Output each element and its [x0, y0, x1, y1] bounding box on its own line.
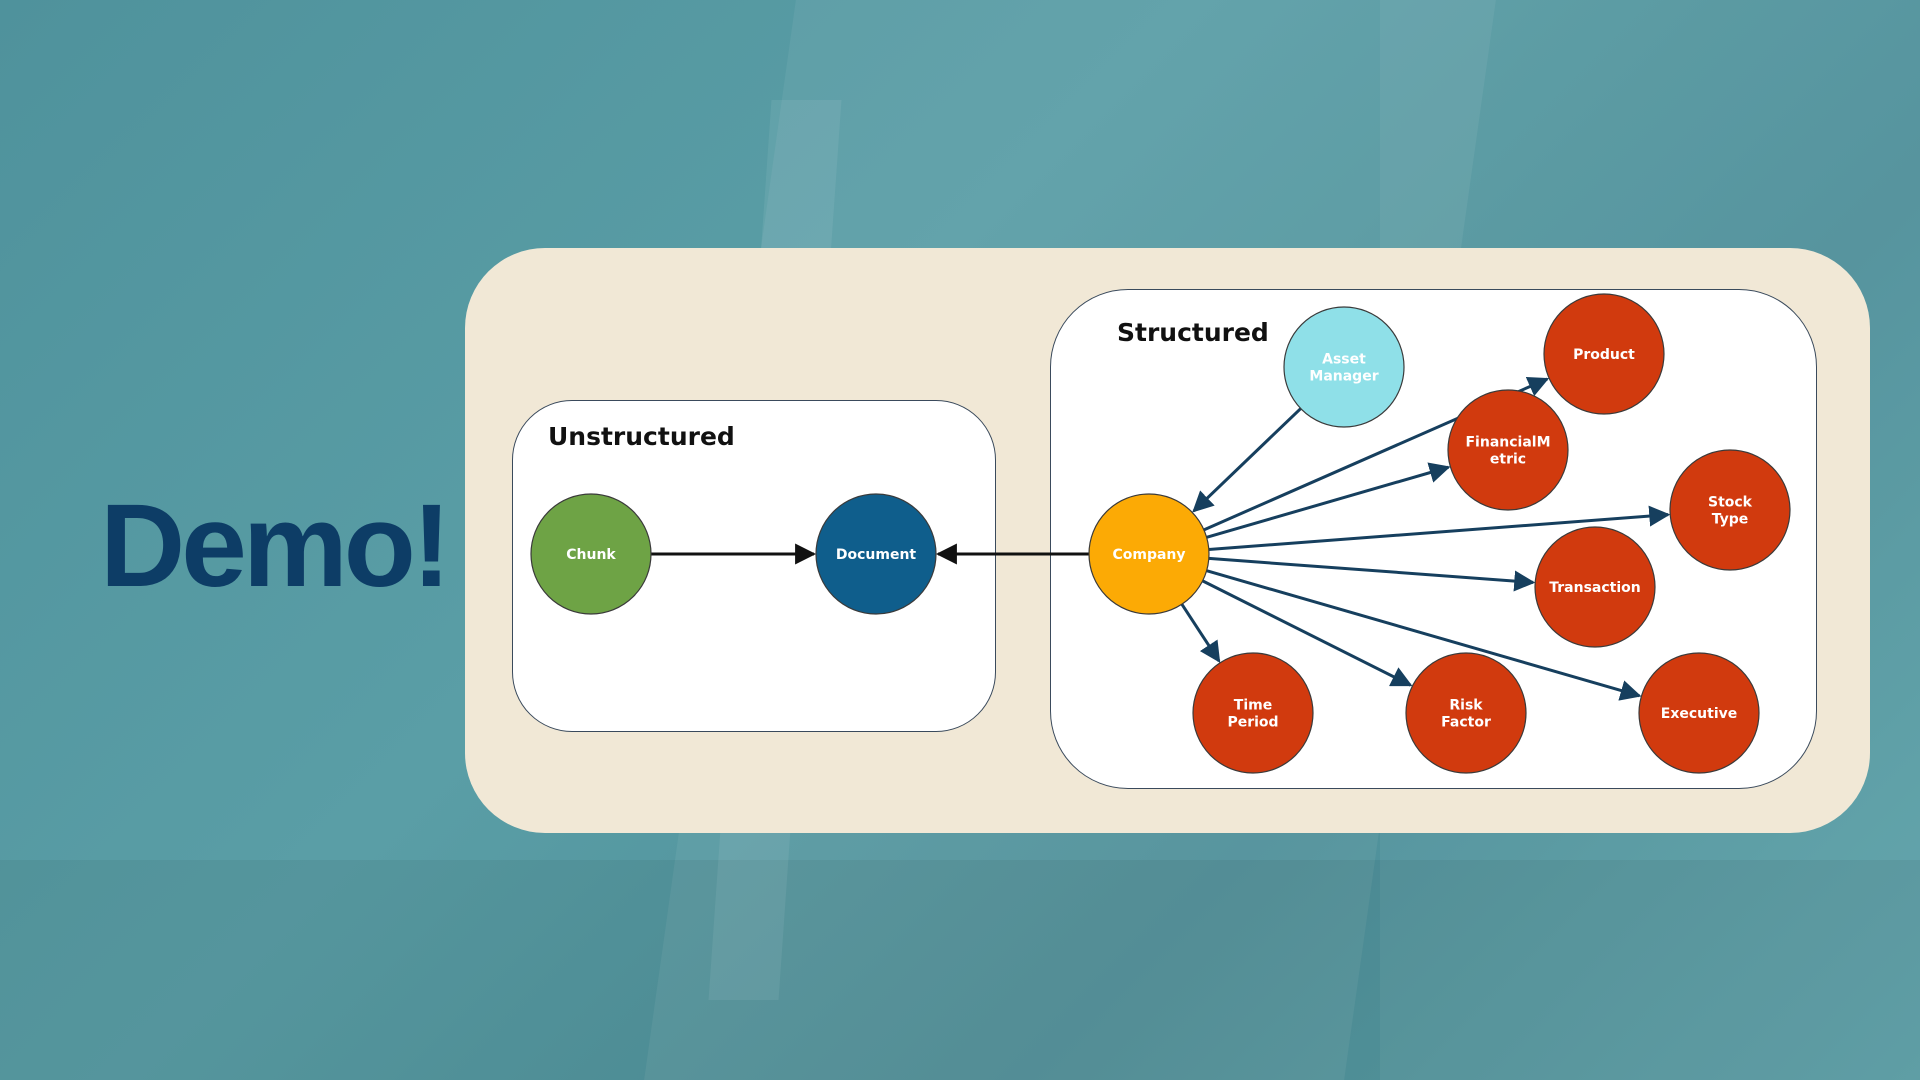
- node-circle-company: [1088, 493, 1210, 615]
- node-label-line: FinancialM: [1465, 435, 1550, 451]
- node-label-executive: Executive: [1661, 706, 1737, 722]
- node-label-line: Chunk: [566, 547, 616, 563]
- node-circle-document: [815, 493, 937, 615]
- node-label-line: Risk: [1449, 698, 1483, 714]
- node-label-line: Factor: [1441, 715, 1491, 731]
- node-label-line: etric: [1490, 452, 1526, 468]
- edge-asset-manager-to-company: [1192, 407, 1302, 513]
- node-circle-time-period: [1192, 652, 1314, 774]
- node-executive: Executive: [1638, 652, 1760, 774]
- edge-company-to-financial-metric: [1206, 462, 1451, 539]
- edge-company-to-stock-type: [1208, 505, 1671, 551]
- node-document: Document: [815, 493, 937, 615]
- node-label-document: Document: [836, 547, 917, 563]
- unstructured-panel-title: Unstructured: [548, 422, 735, 451]
- node-label-company: Company: [1112, 547, 1185, 563]
- node-circle-risk-factor: [1405, 652, 1527, 774]
- edge-company-to-executive: [1206, 569, 1642, 701]
- edge-company-to-transaction: [1208, 556, 1536, 592]
- node-circle-executive: [1638, 652, 1760, 774]
- node-label-transaction: Transaction: [1549, 580, 1641, 596]
- node-label-line: Product: [1573, 347, 1635, 363]
- edge-company-to-risk-factor: [1201, 579, 1413, 687]
- node-label-line: Period: [1227, 715, 1278, 731]
- edge-company-to-time-period: [1180, 603, 1221, 663]
- node-circle-transaction: [1534, 526, 1656, 648]
- node-circle-asset-manager: [1283, 306, 1405, 428]
- slide-title: Demo!: [100, 480, 451, 612]
- node-circle-stock-type: [1669, 449, 1791, 571]
- node-company: Company: [1088, 493, 1210, 615]
- node-circle-chunk: [530, 493, 652, 615]
- node-chunk: Chunk: [530, 493, 652, 615]
- node-label-line: Company: [1112, 547, 1185, 563]
- node-label-chunk: Chunk: [566, 547, 616, 563]
- structured-panel-title: Structured: [1117, 318, 1269, 347]
- node-label-line: Document: [836, 547, 917, 563]
- node-transaction: Transaction: [1534, 526, 1656, 648]
- node-circle-financial-metric: [1447, 389, 1569, 511]
- node-label-product: Product: [1573, 347, 1635, 363]
- node-circle-product: [1543, 293, 1665, 415]
- node-label-line: Manager: [1309, 369, 1378, 385]
- node-label-line: Transaction: [1549, 580, 1641, 596]
- node-label-line: Stock: [1708, 495, 1753, 511]
- node-product: Product: [1543, 293, 1665, 415]
- node-label-line: Asset: [1322, 352, 1366, 368]
- node-label-line: Executive: [1661, 706, 1737, 722]
- node-label-line: Type: [1712, 512, 1749, 528]
- node-label-line: Time: [1234, 698, 1272, 714]
